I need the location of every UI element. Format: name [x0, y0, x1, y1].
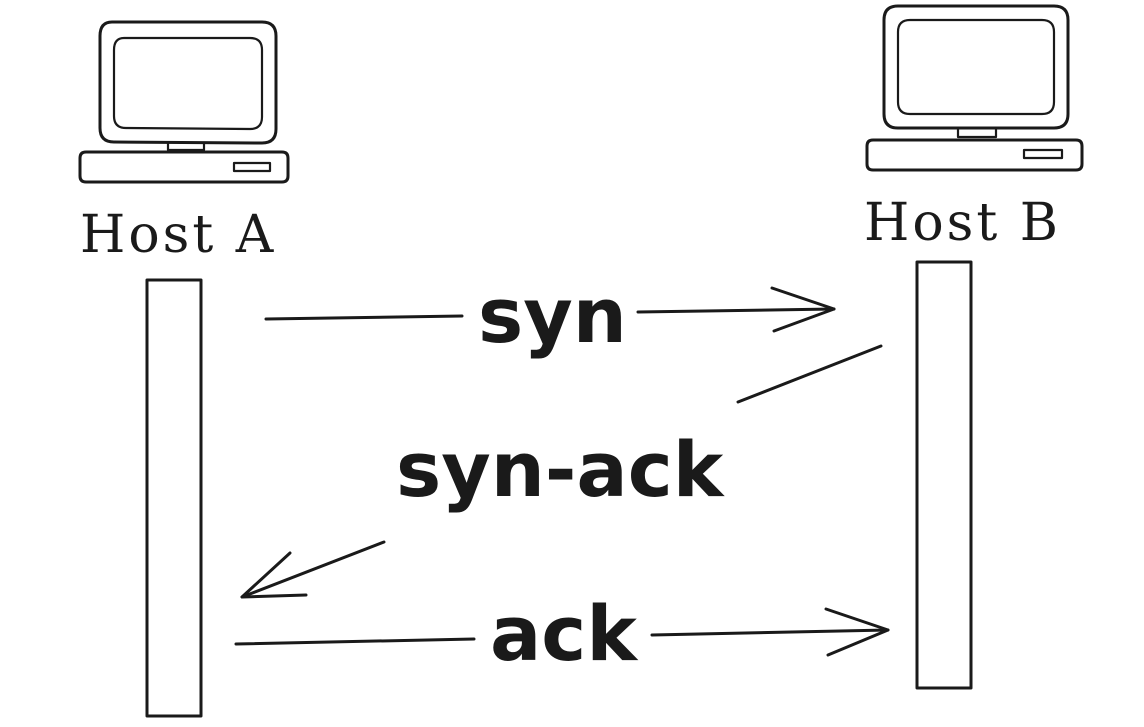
host-b-lifeline: [915, 260, 973, 690]
ack-label: ack: [490, 589, 638, 678]
host-a-label: Host A: [80, 205, 276, 265]
syn-ack-label: syn-ack: [396, 425, 725, 514]
host-a-lifeline: [145, 278, 203, 718]
syn-arrow: [264, 286, 836, 333]
host-b-label: Host B: [864, 193, 1061, 253]
host-b-computer-icon: [865, 4, 1084, 172]
syn-ack-arrow: [240, 344, 883, 599]
ack-arrow: [234, 607, 890, 657]
syn-label: syn: [478, 271, 627, 360]
host-a-computer-icon: [78, 20, 290, 184]
